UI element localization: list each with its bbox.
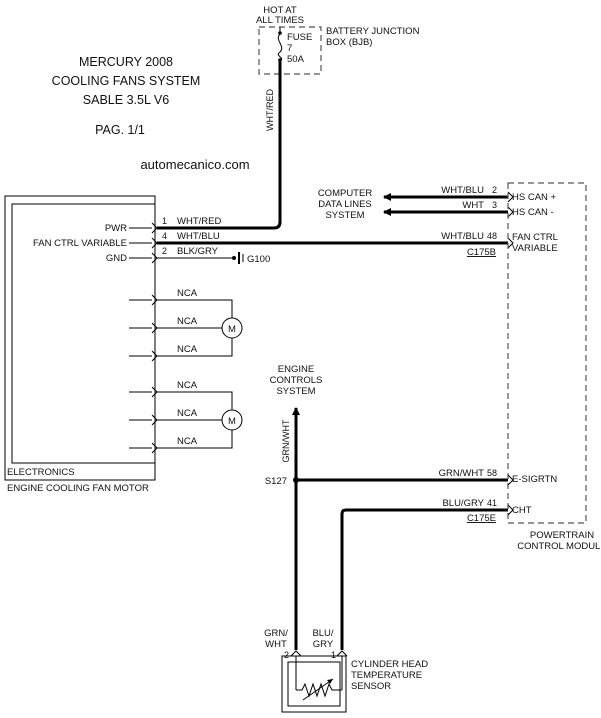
motor-2-symbol: M [228,416,236,427]
thermistor-arrowhead [327,679,333,684]
wire-label-grn-wht-vertical: GRN/WHT [281,419,291,462]
website-label: automecanico.com [140,157,249,172]
pin-label-gnd: GND [106,253,127,264]
connector-pcm-41 [507,504,514,516]
sensor-wire-right-2: GRY [313,639,334,650]
motor-1-lead-top [157,299,233,318]
connector-pcm-48 [507,237,514,249]
pcm-name-line-1: POWERTRAIN [530,530,594,541]
pin-num-pcm-2: 2 [492,185,497,195]
sensor-name-line-1: CYLINDER HEAD [351,659,428,670]
nca-label-6: NCA [177,436,198,447]
battery-junction-box [258,26,322,75]
nca-label-5: NCA [177,408,198,419]
connector-pcm-3 [507,206,514,218]
connector-pcm-58 [507,474,514,486]
motor-2-lead-bottom [157,430,233,449]
fan-motor-1-icon [221,317,243,339]
pin-num-2: 2 [162,246,167,256]
wire-cht [340,508,508,650]
fuse-terminal-top [278,31,282,35]
motor-1-symbol: M [228,324,236,335]
pin-num-1: 1 [162,216,167,226]
pcm-pin-cht: CHT [512,505,532,516]
pcm-outline [507,182,587,524]
sensor-pin-2: 2 [284,650,289,660]
connector-label-c175e: C175E [467,513,496,524]
computer-data-line-2: DATA LINES [318,199,372,210]
pcm-pin-hs-can-plus: HS CAN + [512,192,557,203]
all-times-label: ALL TIMES [256,15,304,26]
sensor-wire-left-1: GRN/ [264,628,288,639]
wire-label-pcm-2: WHT/BLU [441,185,484,196]
connector-label-c175b: C175B [467,247,496,258]
sensor-inner [287,661,341,707]
computer-data-line-3: SYSTEM [325,210,364,221]
title-line-2: COOLING FANS SYSTEM [52,74,201,88]
wire-label-blk-gry: BLK/GRY [177,246,219,257]
sensor-wire-left-2: WHT [265,639,287,650]
ground-dot [232,256,236,260]
pin-num-4: 4 [162,231,167,241]
nca-label-4: NCA [177,380,198,391]
wire-label-wht-red-vertical: WHT/RED [265,89,275,131]
fuse-number: 7 [287,43,292,54]
thermistor-arrow [302,678,334,701]
wire-wht-red [157,60,282,230]
pin-num-pcm-58: 58 [487,468,497,478]
nca-label-3: NCA [177,344,198,355]
connector-sensor-1 [336,650,348,657]
sensor-wire-right-1: BLU/ [312,628,333,639]
fan-electronics-box [11,203,156,464]
pin-label-pwr: PWR [105,223,127,234]
nca-label-1: NCA [177,288,198,299]
nca-label-2: NCA [177,316,198,327]
motor-2-lead-top [157,391,233,410]
fuse-label: FUSE [287,32,312,43]
pcm-name-line-2: CONTROL MODULE [517,541,601,552]
thermistor-icon [296,682,342,698]
connector-pwr [151,222,158,234]
connector-sensor-2 [290,650,302,657]
connector-pcm-2 [507,191,514,203]
engine-controls-line-1: ENGINE [278,364,314,375]
wire-label-pcm-58: GRN/WHT [439,468,485,479]
pin-num-pcm-41: 41 [487,498,497,508]
wire-label-pcm-48: WHT/BLU [441,231,484,242]
sensor-pin-1: 1 [331,650,336,660]
computer-data-line-1: COMPUTER [318,188,373,199]
wire-label-wht-blu: WHT/BLU [177,231,220,242]
pcm-pin-fan-ctrl-2: VARIABLE [512,243,558,254]
sensor-name-line-3: SENSOR [351,681,391,692]
sensor-outline [281,655,347,713]
splice-s127-label: S127 [265,476,287,487]
pcm-pin-hs-can-minus: HS CAN - [512,207,554,218]
fan-motor-2-icon [221,409,243,431]
pin-label-fan-ctrl: FAN CTRL VARIABLE [33,238,127,249]
bjb-label-1: BATTERY JUNCTION [326,26,420,37]
engine-controls-line-2: CONTROLS [270,375,323,386]
engine-controls-line-3: SYSTEM [276,386,315,397]
ground-label: G100 [247,254,270,265]
fan-motor-module-name: ENGINE COOLING FAN MOTOR [7,483,149,494]
electronics-label: ELECTRONICS [7,467,75,478]
hot-at-label: HOT AT [263,5,297,16]
page-number: PAG. 1/1 [95,123,145,137]
pin-num-pcm-3: 3 [492,200,497,210]
pcm-pin-fan-ctrl-1: FAN CTRL [512,232,558,243]
sensor-name-line-2: TEMPERATURE [351,670,422,681]
motor-1-lead-bottom [157,338,233,357]
pin-num-pcm-48: 48 [487,231,497,241]
bjb-label-2: BOX (BJB) [326,37,372,48]
wire-label-pcm-41: BLU/GRY [442,498,484,509]
title-line-1: MERCURY 2008 [79,55,173,69]
fuse-icon [277,33,283,61]
fuse-rating: 50A [287,54,305,65]
wire-label-pcm-3: WHT [462,200,484,211]
pcm-pin-e-sigrtn: E-SIGRTN [512,474,557,485]
wire-label-wht-red: WHT/RED [177,216,221,227]
title-line-3: SABLE 3.5L V6 [83,93,169,107]
